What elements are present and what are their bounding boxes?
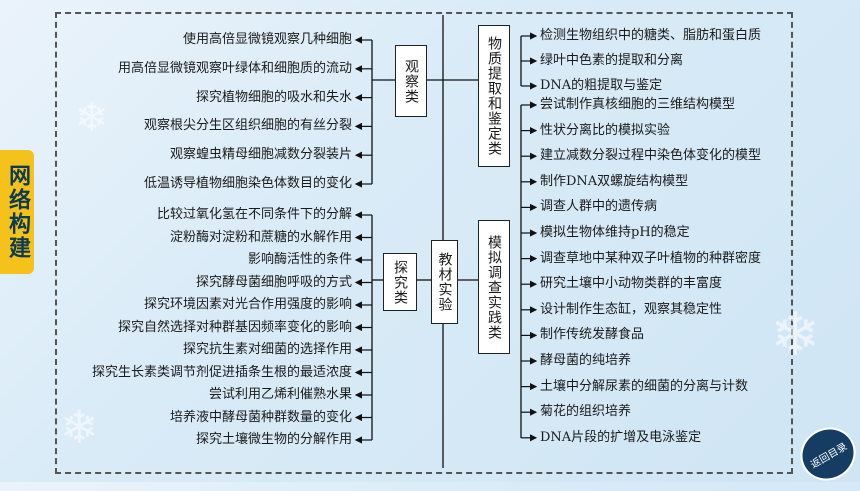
observe_items-item: 低温诱导植物细胞染色体数目的变化 xyxy=(143,176,352,191)
group-observe: 观察类 xyxy=(395,45,427,117)
observe_items-item: 观察蝗虫精母细胞减数分裂装片 xyxy=(169,147,352,163)
explore_items-item: 尝试利用乙烯利催熟水果 xyxy=(208,387,352,402)
explore_items-item: 淀粉酶对淀粉和蔗糖的水解作用 xyxy=(169,229,352,245)
group-extract: 物质提取和鉴定类 xyxy=(478,25,510,167)
explore_items-item: 探究环境因素对光合作用强度的影响 xyxy=(143,297,352,312)
model_items-item: 建立减数分裂过程中染色体变化的模型 xyxy=(540,148,762,164)
group-explore-label: 探究类 xyxy=(392,259,408,305)
group-observe-label: 观察类 xyxy=(403,58,419,104)
explore_items-item: 探究自然选择对种群基因频率变化的影响 xyxy=(117,319,352,335)
section-tab[interactable]: 网络构建 xyxy=(0,150,34,274)
model_items-item: 制作DNA双螺旋结构模型 xyxy=(540,173,689,189)
explore_items-item: 影响酶活性的条件 xyxy=(247,252,352,267)
explore_items-item: 探究生长素类调节剂促进插条生根的最适浓度 xyxy=(91,364,352,380)
explore_items-item: 培养液中酵母菌种群数量的变化 xyxy=(169,409,352,425)
observe_items-item: 观察根尖分生区组织细胞的有丝分裂 xyxy=(143,118,352,134)
model_items-item: 制作传统发酵食品 xyxy=(540,327,645,343)
extract_items-item: DNA的粗提取与鉴定 xyxy=(540,78,663,93)
group-extract-label: 物质提取和鉴定类 xyxy=(486,36,502,156)
model_items-item: 调查人群中的遗传病 xyxy=(540,199,658,215)
snowflake-decoration: ❄ xyxy=(75,95,109,141)
observe_items-item: 用高倍显微镜观察叶绿体和细胞质的流动 xyxy=(117,60,352,76)
model_items-item: 研究土壤中小动物类群的丰富度 xyxy=(540,276,723,292)
model_items-item: 菊花的组织培养 xyxy=(540,404,632,420)
model_items-item: 尝试制作真核细胞的三维结构模型 xyxy=(540,97,736,112)
observe_items-item: 探究植物细胞的吸水和失水 xyxy=(195,89,352,105)
root-label: 教材实验 xyxy=(436,252,453,312)
observe_items-item: 使用高倍显微镜观察几种细胞 xyxy=(182,32,352,47)
root-node: 教材实验 xyxy=(431,240,458,324)
explore_items-item: 比较过氧化氢在不同条件下的分解 xyxy=(156,207,352,222)
model_items-item: 调查草地中某种双子叶植物的种群密度 xyxy=(540,250,762,266)
extract_items-item: 绿叶中色素的提取和分离 xyxy=(540,53,684,68)
explore_items-item: 探究酵母菌细胞呼吸的方式 xyxy=(195,274,352,290)
explore_items-item: 探究土壤微生物的分解作用 xyxy=(195,432,352,447)
model_items-item: 土壤中分解尿素的细菌的分离与计数 xyxy=(540,378,749,394)
snowflake-decoration: ❄ xyxy=(770,300,821,370)
back-to-contents-label: 返回目录 xyxy=(808,440,850,471)
explore_items-item: 探究抗生素对细菌的选择作用 xyxy=(182,342,352,357)
snowflake-decoration: ❄ xyxy=(60,400,99,454)
extract_items-item: 检测生物组织中的糖类、脂肪和蛋白质 xyxy=(540,28,762,43)
diagram-frame xyxy=(55,12,793,474)
section-tab-label: 网络构建 xyxy=(5,164,30,260)
group-explore: 探究类 xyxy=(383,253,417,311)
model_items-item: DNA片段的扩增及电泳鉴定 xyxy=(540,429,702,445)
model_items-item: 酵母菌的纯培养 xyxy=(540,353,632,368)
model_items-item: 模拟生物体维持pH的稳定 xyxy=(540,225,690,240)
group-model: 模拟调查实践类 xyxy=(478,220,510,354)
model_items-item: 性状分离比的模拟实验 xyxy=(540,122,671,138)
model_items-item: 设计制作生态缸，观察其稳定性 xyxy=(540,301,723,317)
group-model-label: 模拟调查实践类 xyxy=(486,234,502,340)
